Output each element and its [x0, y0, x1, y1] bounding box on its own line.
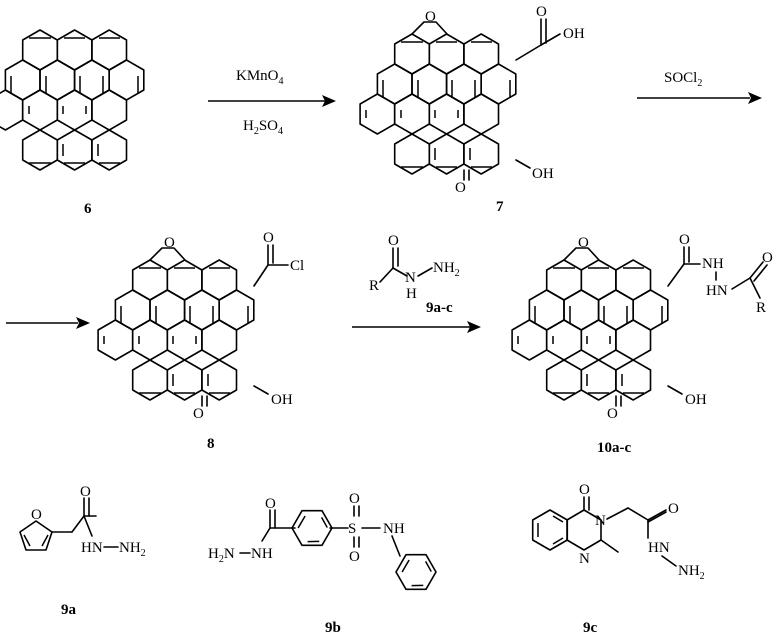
- atom-h: H: [406, 286, 417, 302]
- atom-oh-carboxyl: OH: [563, 26, 585, 42]
- atom-s: S: [348, 521, 356, 537]
- atom-o-acyl: O: [263, 230, 274, 246]
- reagent-kmno4: KMnO4: [236, 68, 284, 87]
- reagent-h2so4: H2SO4: [243, 118, 283, 137]
- atom-o-furan: O: [31, 507, 42, 523]
- compound-7-label: 7: [496, 199, 504, 215]
- atom-o-amide: O: [679, 232, 690, 248]
- compound-7-structure: O O OH O OH 7: [360, 4, 585, 215]
- atom-o-furan: O: [164, 235, 175, 251]
- reaction-arrow-1: KMnO4 H2SO4: [208, 68, 336, 137]
- atom-hn: HN: [706, 283, 728, 299]
- atom-o: O: [80, 484, 91, 500]
- atom-o: O: [388, 233, 399, 249]
- atom-hn: HN: [648, 540, 670, 556]
- atom-o-ketone: O: [607, 406, 618, 422]
- compound-6-label: 6: [84, 201, 92, 217]
- atom-o-ketone: O: [455, 180, 466, 196]
- atom-nh2: NH2: [678, 563, 705, 582]
- compound-9c-label: 9c: [583, 620, 598, 636]
- atom-h2n: H2N: [208, 546, 235, 565]
- atom-nh2: NH2: [433, 260, 460, 279]
- atom-o-amide-2: O: [762, 250, 773, 266]
- compound-9c-structure: O N N O HN NH2 9c: [533, 482, 705, 636]
- reaction-arrow-2: SOCl2: [637, 70, 762, 104]
- atom-r: R: [369, 278, 379, 294]
- atom-cl: Cl: [290, 258, 304, 274]
- atom-oh: OH: [271, 392, 293, 408]
- atom-o-sulfonyl-1: O: [349, 491, 360, 507]
- atom-nh: NH: [251, 546, 273, 562]
- compound-9a-structure: O O HN NH2 9a: [20, 484, 146, 618]
- reaction-arrow-3: R O N H NH2 9a-c: [352, 233, 481, 333]
- compound-10-structure: O O NH HN O R O OH 10a-c: [512, 232, 773, 456]
- atom-hn: HN: [81, 540, 103, 556]
- atom-oh: OH: [532, 166, 554, 182]
- atom-o-amide: O: [668, 501, 679, 517]
- atom-o-ketone: O: [193, 406, 204, 422]
- atom-nh2: NH2: [119, 540, 146, 559]
- atom-o-carboxyl: O: [536, 4, 547, 20]
- compound-10-label: 10a-c: [597, 440, 631, 456]
- compound-8-label: 8: [207, 436, 215, 452]
- reagent-9a-c-label: 9a-c: [426, 300, 453, 316]
- atom-nh: NH: [702, 256, 724, 272]
- compound-8-structure: O O Cl O OH 8: [98, 230, 304, 452]
- compound-9a-label: 9a: [61, 602, 77, 618]
- compound-6-structure: 6: [0, 30, 144, 217]
- atom-o-furan: O: [425, 9, 436, 25]
- atom-nh-sulfonamide: NH: [383, 521, 405, 537]
- compound-9b-label: 9b: [325, 620, 341, 636]
- compound-9b-structure: H2N NH O S O O NH 9b: [208, 491, 441, 636]
- atom-o-carbonyl: O: [579, 482, 590, 498]
- reaction-arrow-continuation: [6, 317, 90, 329]
- atom-n1: N: [579, 551, 590, 567]
- atom-o: O: [265, 496, 276, 512]
- reagent-socl2: SOCl2: [664, 70, 702, 89]
- atom-r: R: [756, 300, 766, 316]
- atom-oh: OH: [685, 392, 707, 408]
- atom-n: N: [405, 270, 416, 286]
- atom-o-furan: O: [578, 235, 589, 251]
- atom-o-sulfonyl-2: O: [349, 549, 360, 565]
- atom-n3: N: [595, 513, 606, 529]
